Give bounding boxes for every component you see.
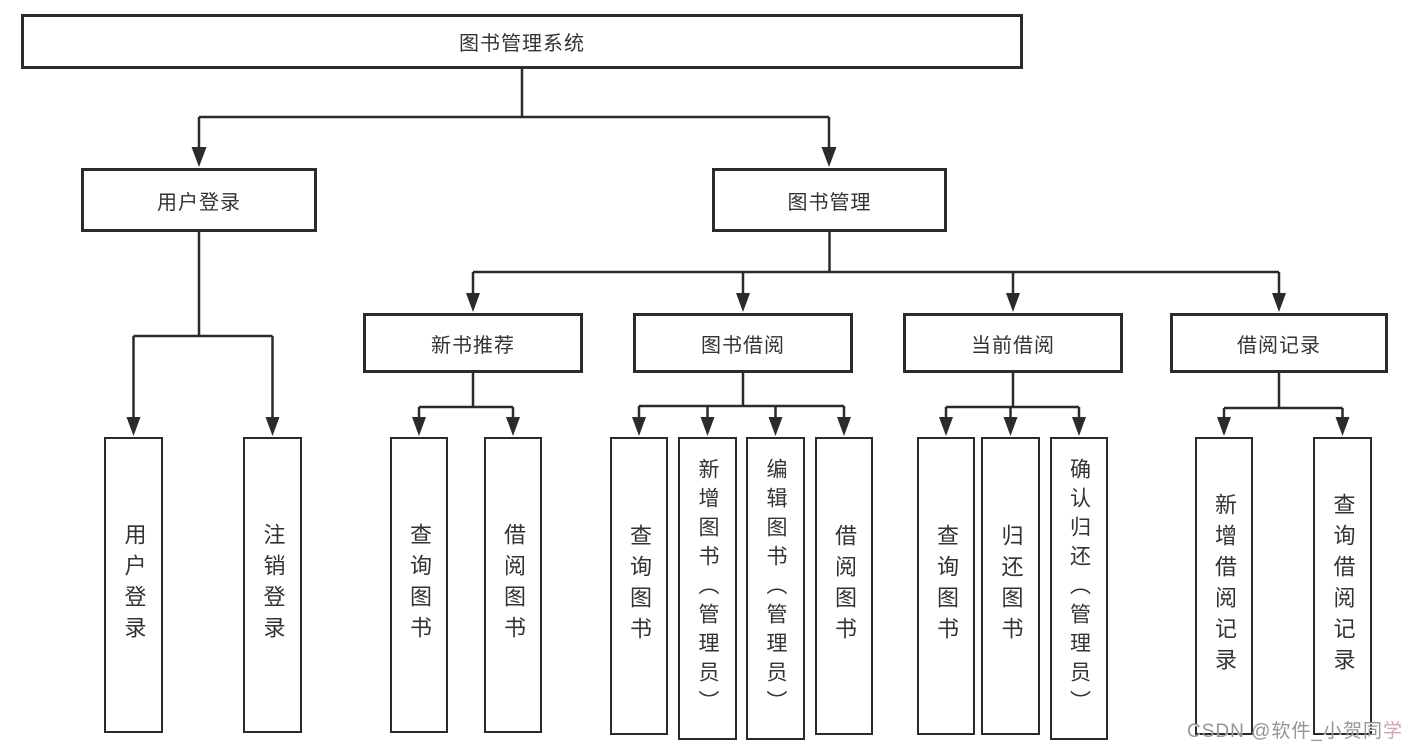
leaf-nb-query-book: 查询图书 (390, 437, 448, 733)
leaf-logout: 注销登录 (243, 437, 302, 733)
node-label: 确认归还（管理员） (1067, 458, 1091, 719)
node-label: 新增借阅记录 (1212, 493, 1237, 679)
node-label: 新书推荐 (431, 334, 515, 357)
leaf-bb-edit-book-admin: 编辑图书（管理员） (746, 437, 805, 740)
leaf-cb-query-book: 查询图书 (917, 437, 975, 735)
node-new-book-recommend: 新书推荐 (363, 313, 583, 373)
leaf-user-login: 用户登录 (104, 437, 163, 733)
node-label: 查询图书 (934, 524, 959, 648)
connector-new-book-children (417, 373, 515, 419)
node-label: 查询图书 (627, 524, 652, 648)
node-label: 图书管理 (787, 191, 872, 214)
node-label: 查询借阅记录 (1330, 493, 1356, 679)
leaf-bb-borrow-book: 借阅图书 (815, 437, 873, 735)
node-label: 借阅图书 (832, 524, 857, 648)
arrowheads-level1 (191, 147, 837, 167)
node-label: 用户登录 (121, 523, 147, 647)
leaf-nb-borrow-book: 借阅图书 (484, 437, 542, 733)
arrowheads-level2 (466, 293, 1286, 312)
node-label: 编辑图书（管理员） (764, 458, 787, 719)
watermark-text: CSDN @软件_小贺同 (1187, 721, 1383, 742)
connector-current-borrow-children (944, 373, 1081, 419)
node-label: 借阅记录 (1237, 334, 1321, 357)
node-borrow-records: 借阅记录 (1170, 313, 1388, 373)
leaf-bb-query-book: 查询图书 (610, 437, 668, 735)
node-label: 图书管理系统 (459, 33, 585, 55)
node-user-login: 用户登录 (81, 168, 317, 232)
node-label: 当前借阅 (971, 334, 1055, 357)
leaf-bb-add-book-admin: 新增图书（管理员） (678, 437, 737, 740)
leaf-cb-confirm-return-admin: 确认归还（管理员） (1050, 437, 1108, 740)
connector-borrow-record-children (1222, 373, 1344, 419)
node-current-borrowing: 当前借阅 (903, 313, 1123, 373)
connector-user-login-children (132, 232, 274, 419)
node-book-management: 图书管理 (712, 168, 947, 232)
node-label: 归还图书 (998, 524, 1024, 648)
connector-root-split (197, 69, 831, 149)
node-label: 新增图书（管理员） (696, 458, 719, 719)
node-label: 查询图书 (407, 523, 432, 647)
leaf-br-query-record: 查询借阅记录 (1313, 437, 1372, 735)
leaf-cb-return-book: 归还图书 (981, 437, 1040, 735)
node-label: 注销登录 (260, 523, 286, 647)
arrowheads-user-login-children (126, 417, 280, 436)
node-library-system: 图书管理系统 (21, 14, 1023, 69)
node-book-borrowing: 图书借阅 (633, 313, 853, 373)
connector-book-borrow-children (637, 373, 846, 419)
leaf-br-add-record: 新增借阅记录 (1195, 437, 1253, 735)
node-label: 用户登录 (157, 191, 241, 214)
connector-book-management-children (471, 232, 1281, 295)
csdn-watermark: CSDN @软件_小贺同学 (1187, 716, 1403, 743)
watermark-text-accent: 学 (1382, 721, 1403, 742)
node-label: 图书借阅 (701, 334, 785, 357)
node-label: 借阅图书 (501, 523, 526, 647)
arrowheads-level3 (412, 417, 1350, 436)
